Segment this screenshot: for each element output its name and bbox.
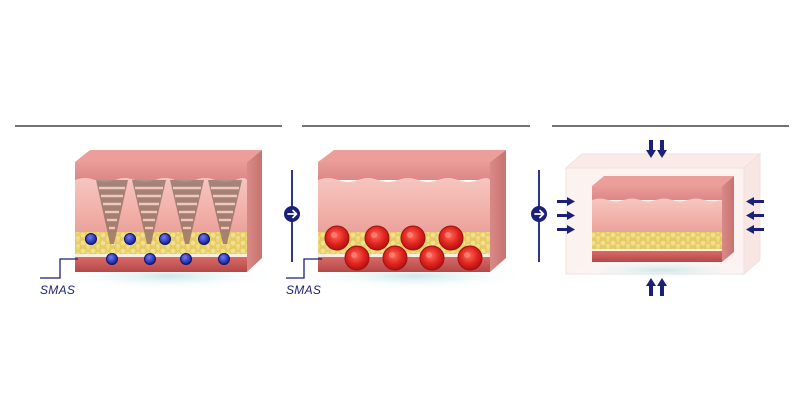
step-arrow-2: [531, 170, 547, 262]
panel1-skin-block: [40, 150, 283, 290]
compression-arrows-left: [557, 197, 575, 234]
panel3-shadow: [572, 260, 752, 280]
panel3-tightened-skin: [557, 140, 764, 296]
panel1-focal-points: [85, 233, 230, 265]
panel1-smas-label: SMAS: [40, 283, 76, 297]
panel1-smas-leader: [40, 258, 78, 279]
panel2-coagulation-zones: [324, 225, 483, 271]
panel2-smas-label: SMAS: [286, 283, 322, 297]
compression-arrows-right: [746, 197, 764, 234]
step-arrow-1: [284, 170, 300, 262]
compression-arrows-top: [646, 140, 667, 158]
compression-arrows-bottom: [646, 278, 667, 296]
panel2-smas-leader: [286, 258, 322, 279]
panel2-skin-block: [286, 150, 533, 290]
double-arrow-icon: [646, 140, 656, 158]
